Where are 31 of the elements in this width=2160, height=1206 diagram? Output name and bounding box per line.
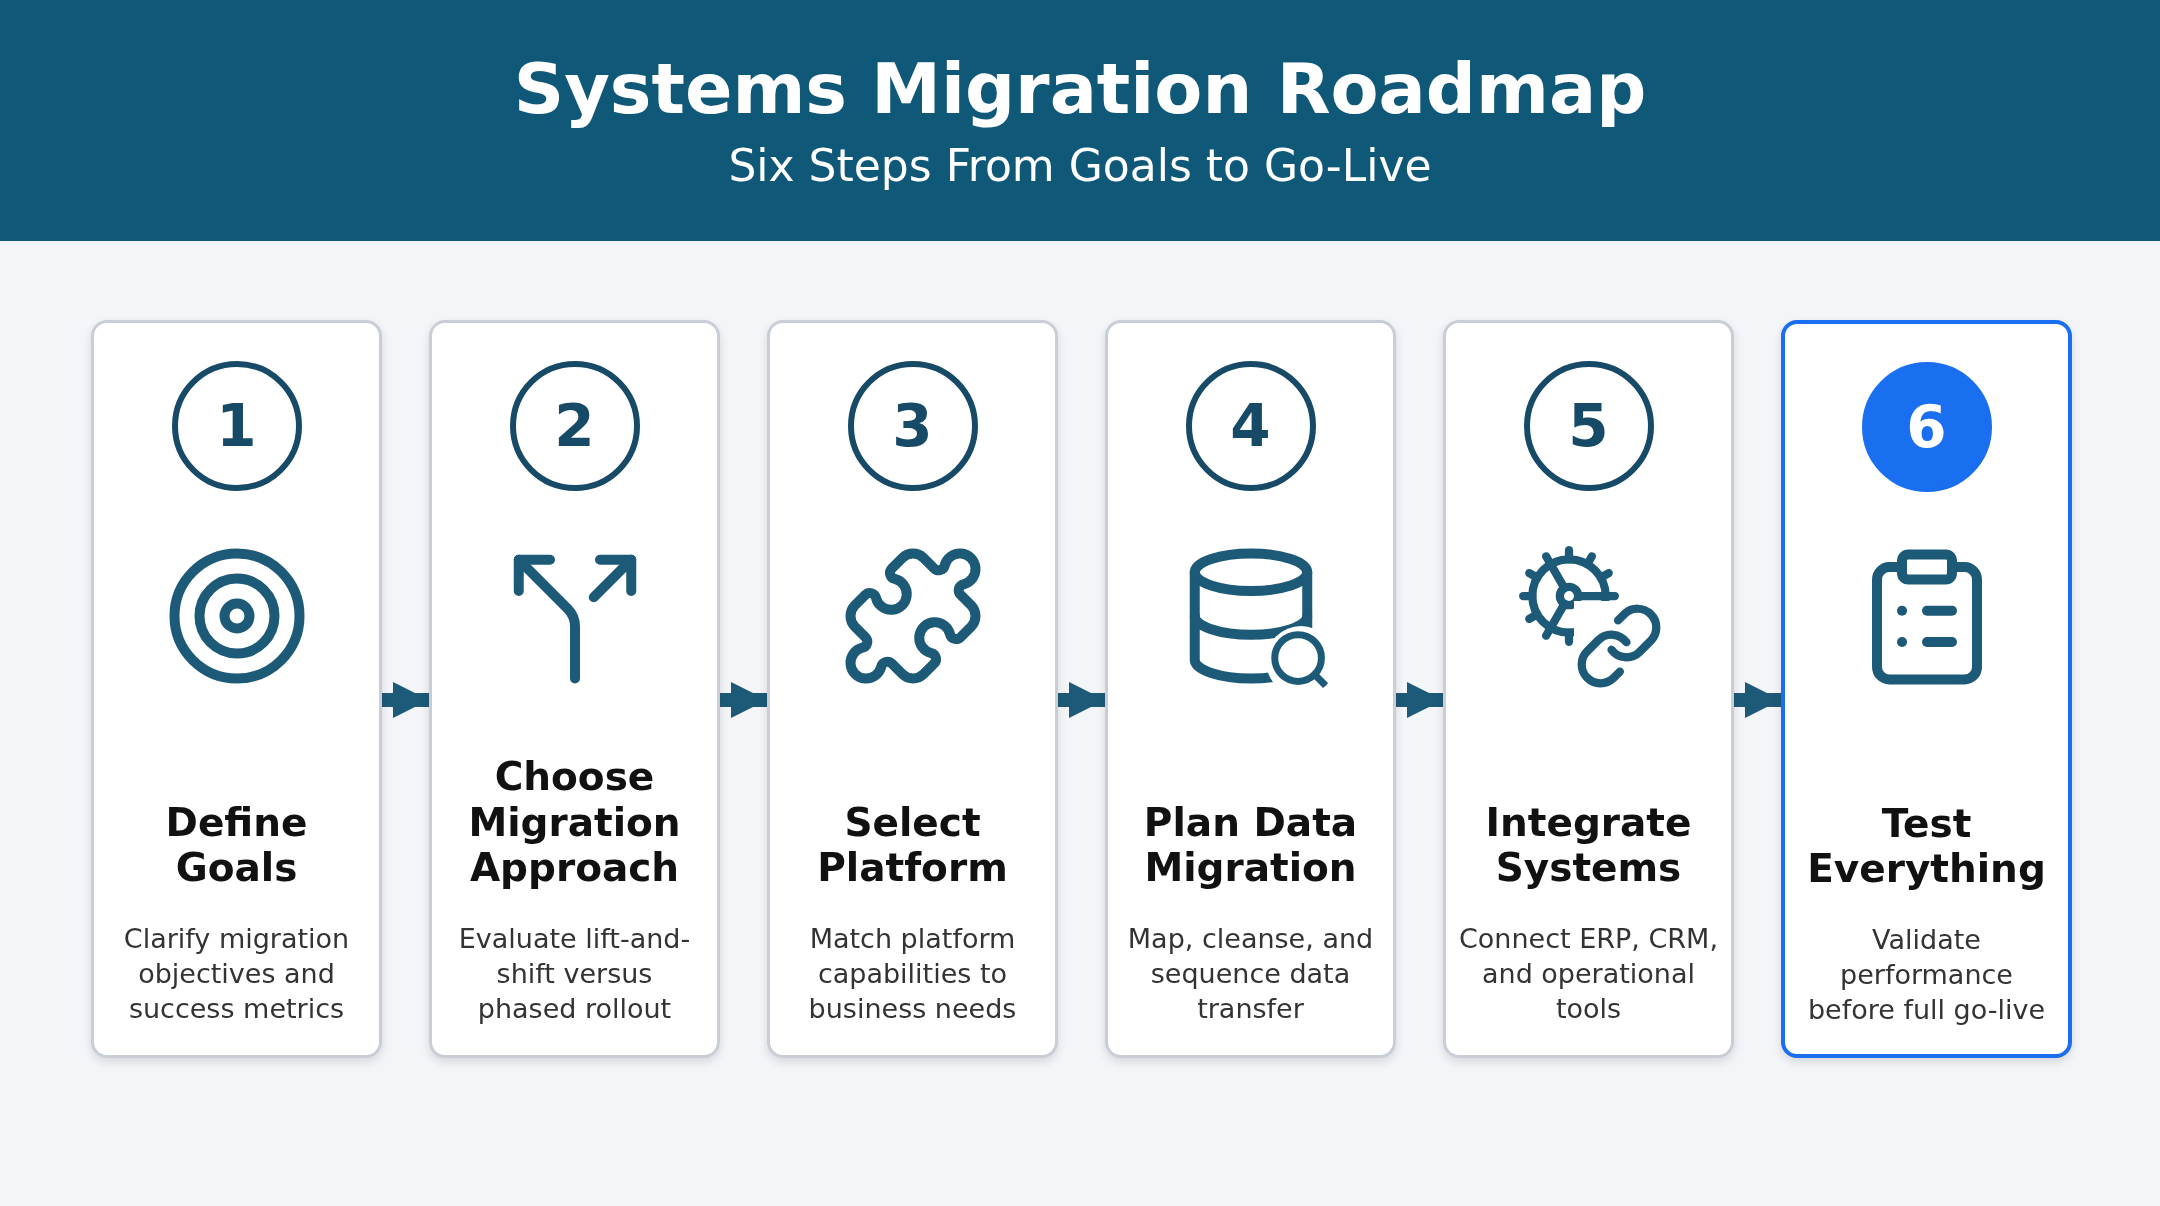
step-number: 6 <box>1861 362 1992 492</box>
step-title: Define Goals <box>164 799 309 891</box>
step-title: Select Platform <box>816 799 1009 891</box>
step-card <box>1781 320 2072 1058</box>
step-title: Integrate Systems <box>1484 799 1693 891</box>
step-number: 4 <box>1185 361 1316 491</box>
step-card <box>91 320 382 1058</box>
step-title: Plan Data Migration <box>1142 799 1359 891</box>
arrow <box>382 681 429 719</box>
step-number: 2 <box>509 361 640 491</box>
arrow <box>1058 681 1105 719</box>
arrow <box>1734 681 1781 719</box>
step-description: Connect ERP, CRM, and operational tools <box>1458 922 1719 1027</box>
step-card <box>767 320 1058 1058</box>
title: Systems Migration Roadmap <box>513 50 1647 128</box>
step-description: Validate performance before full go-live <box>1806 923 2047 1028</box>
step-description: Clarify migration objectives and success metrics <box>122 922 351 1027</box>
step-number: 3 <box>847 361 978 491</box>
step-description: Match platform capabilities to business needs <box>807 922 1018 1027</box>
step-description: Map, cleanse, and sequence data transfer <box>1126 922 1375 1027</box>
subtitle: Six Steps From Goals to Go-Live <box>728 141 1432 191</box>
step-title: Choose Migration Approach <box>467 754 682 891</box>
step-number: 1 <box>171 361 302 491</box>
arrow <box>1396 681 1443 719</box>
arrow <box>720 681 767 719</box>
step-number: 5 <box>1523 361 1654 491</box>
step-card <box>1443 320 1734 1058</box>
step-description: Evaluate lift-and-shift versus phased rollout <box>457 922 692 1027</box>
step-title: Test Everything <box>1806 800 2047 892</box>
step-card <box>429 320 720 1058</box>
step-card <box>1105 320 1396 1058</box>
